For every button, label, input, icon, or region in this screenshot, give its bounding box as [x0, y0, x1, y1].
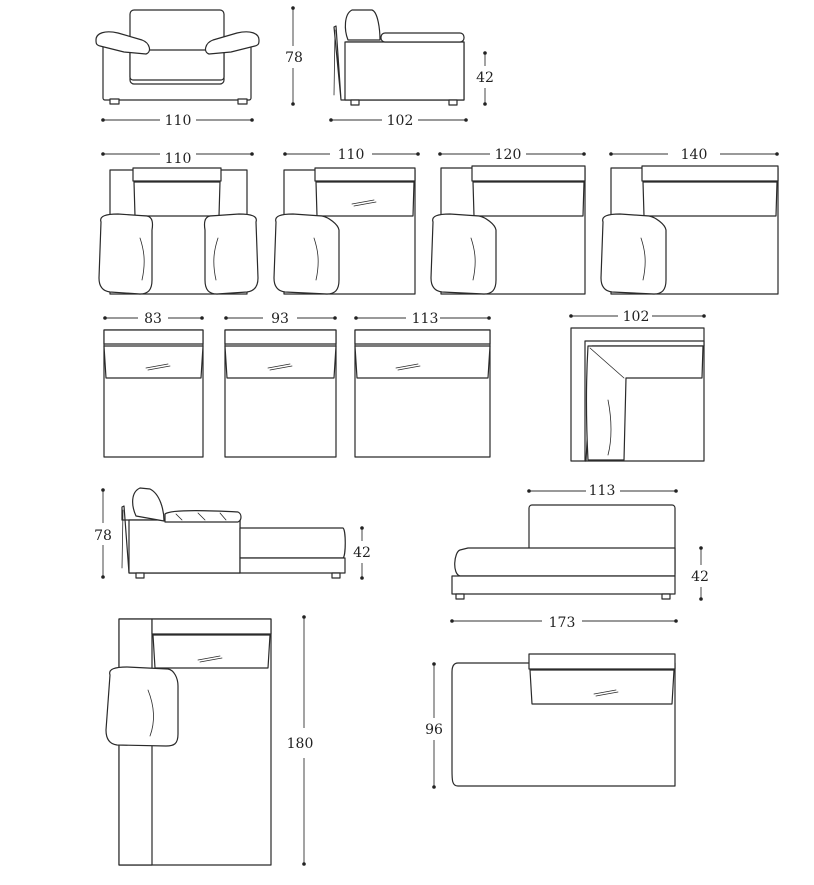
dim-chaise-front-total-width: 173: [450, 615, 678, 631]
dim-label: 180: [287, 736, 314, 752]
dim-label: 102: [623, 309, 650, 325]
dim-label: 42: [691, 569, 709, 585]
dim-armless-83-width: 83: [103, 311, 204, 327]
dim-armless-113-width: 113: [354, 311, 491, 327]
armchair-side-view: [333, 9, 465, 106]
dim-label: 83: [144, 311, 162, 327]
two-arm-module-top-view: [98, 167, 259, 295]
dim-two-arm-width: 110: [101, 151, 254, 167]
dim-label: 110: [165, 151, 192, 167]
dim-label: 42: [476, 70, 494, 86]
one-arm-module-140-top-view: [600, 165, 779, 295]
dim-label: 140: [681, 147, 708, 163]
armless-module-83-top-view: [103, 329, 204, 458]
dim-label: 113: [412, 311, 439, 327]
dim-chaise-front-seat-height: 42: [691, 546, 709, 601]
chaise-side-view: [121, 487, 346, 579]
dim-label: 120: [495, 147, 522, 163]
dim-armchair-height: 78: [285, 6, 303, 106]
dim-label: 96: [425, 722, 443, 738]
dim-label: 78: [94, 528, 112, 544]
dim-chaise-front-back-width: 113: [527, 483, 678, 499]
armless-module-93-top-view: [224, 329, 337, 458]
armless-module-113-top-view: [354, 329, 491, 458]
dim-armchair-front-width: 110: [101, 113, 254, 129]
dim-one-arm-110-width: 110: [283, 147, 420, 163]
dim-label: 113: [589, 483, 616, 499]
chaise-top-view-short: [451, 653, 676, 787]
dim-label: 110: [165, 113, 192, 129]
dim-label: 173: [549, 615, 576, 631]
dim-chaise-side-seat-height: 42: [353, 526, 371, 580]
dim-label: 110: [338, 147, 365, 163]
dim-chaise-top-depth: 96: [425, 662, 443, 789]
armchair-front-view: [95, 9, 260, 105]
one-arm-module-120-top-view: [430, 165, 586, 295]
chaise-top-view: [105, 618, 272, 866]
dim-label: 93: [271, 311, 289, 327]
dim-corner-width: 102: [569, 309, 706, 325]
dim-armless-93-width: 93: [224, 311, 337, 327]
dim-armchair-side-depth: 102: [329, 113, 468, 129]
dim-one-arm-140-width: 140: [609, 147, 779, 163]
dim-armchair-seat-height: 42: [476, 51, 494, 106]
chaise-front-view: [451, 504, 676, 600]
dim-chaise-side-height: 78: [94, 488, 112, 579]
dim-label: 42: [353, 545, 371, 561]
dim-chaise-top-length: 180: [287, 615, 314, 866]
dim-label: 102: [387, 113, 414, 129]
one-arm-module-110-top-view: [273, 167, 416, 295]
dim-one-arm-120-width: 120: [438, 147, 586, 163]
corner-module-top-view: [570, 327, 705, 462]
dim-label: 78: [285, 50, 303, 66]
